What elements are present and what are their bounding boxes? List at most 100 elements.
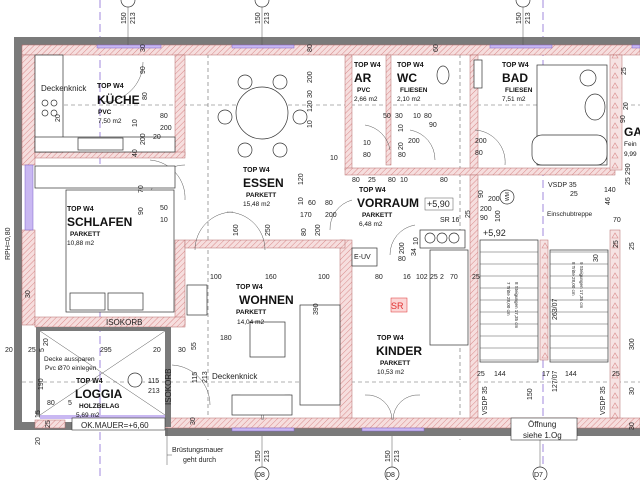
svg-text:HOLZBELAG: HOLZBELAG bbox=[79, 403, 119, 410]
dimension-label: 20 bbox=[623, 102, 630, 110]
svg-text:TOP W4: TOP W4 bbox=[97, 83, 124, 90]
dimension-label: 144 bbox=[494, 371, 506, 378]
dimension-label: 10 bbox=[298, 197, 305, 205]
door-tag: D8 bbox=[256, 472, 265, 479]
dimension-label: 25 bbox=[465, 210, 472, 218]
dimension-label: 20 bbox=[5, 347, 13, 354]
svg-text:AR: AR bbox=[354, 71, 372, 85]
dimension-label: 20 bbox=[55, 114, 62, 122]
dimension-label: 100 bbox=[495, 210, 502, 222]
inner-walls bbox=[21, 44, 640, 429]
dimension-label: 30 bbox=[395, 113, 403, 120]
dimension-label: 150 bbox=[527, 388, 534, 400]
room-bad: TOP W4 BAD FLIESEN 7,51 m2 bbox=[502, 62, 533, 103]
vsdp-label: VSDP 35 bbox=[482, 386, 489, 415]
dimension-label: 15 bbox=[35, 410, 42, 418]
dimension-label: 25 bbox=[570, 191, 578, 198]
dimension-label: 20 bbox=[43, 338, 50, 346]
dimension-label: 90 bbox=[429, 122, 437, 129]
svg-text:PARKETT: PARKETT bbox=[70, 231, 100, 238]
euv-label: E-UV bbox=[354, 254, 371, 261]
dimension-label: 115 bbox=[148, 378, 159, 385]
svg-text:9,99: 9,99 bbox=[624, 151, 637, 158]
dimension-label: 30 bbox=[140, 44, 147, 52]
dimension-label: 20 bbox=[35, 437, 42, 445]
stair-note: 9 Steigungen 17,35 cm bbox=[579, 262, 584, 309]
dimension-label: 200 bbox=[399, 242, 406, 254]
dimension-label: 30 bbox=[25, 290, 32, 298]
svg-text:10,88 m2: 10,88 m2 bbox=[67, 240, 94, 247]
dimension-label: 200 bbox=[488, 196, 500, 203]
dimension-label: 290 bbox=[625, 163, 632, 175]
dimension-label: 80 bbox=[160, 113, 168, 120]
window-tags: 150 213 150 213 150 213 150 213 D8 150 2… bbox=[120, 0, 548, 480]
oeffnung-note: Öffnung bbox=[528, 420, 556, 429]
dimension-label: 170 bbox=[300, 212, 312, 219]
svg-text:5,69 m2: 5,69 m2 bbox=[76, 412, 100, 419]
dimension-label: 70 bbox=[450, 274, 458, 281]
hall-fixtures bbox=[351, 229, 469, 346]
dimension-label: 80 bbox=[325, 200, 333, 207]
dimension-label: 80 bbox=[440, 177, 448, 184]
dimension-label: 10 bbox=[400, 177, 408, 184]
dimension-label: 55 bbox=[191, 342, 198, 350]
svg-text:7,50 m2: 7,50 m2 bbox=[98, 118, 122, 125]
annotations: Deckenknick Deckenknick ISOKORB ISOKORB … bbox=[5, 84, 607, 465]
svg-text:PARKETT: PARKETT bbox=[246, 192, 276, 199]
dimension-label: 10 bbox=[307, 120, 314, 128]
room-kinder: TOP W4 KINDER PARKETT 10,53 m2 bbox=[376, 335, 422, 376]
svg-text:KÜCHE: KÜCHE bbox=[97, 92, 140, 107]
svg-text:15,48 m2: 15,48 m2 bbox=[243, 201, 270, 208]
bruestung-note: geht durch bbox=[183, 457, 216, 464]
oeffnung-note: siehe 1.Og bbox=[523, 431, 562, 440]
svg-text:2,10 m2: 2,10 m2 bbox=[397, 96, 421, 103]
dimension-label: 80 bbox=[398, 152, 406, 159]
door-tag-height: 213 bbox=[264, 450, 271, 462]
svg-text:VORRAUM: VORRAUM bbox=[357, 196, 419, 210]
dimension-label: 80 bbox=[424, 113, 432, 120]
dimension-label: 213 bbox=[148, 388, 160, 395]
sr-marker: SR bbox=[391, 301, 404, 311]
level-label: +5,92 bbox=[483, 228, 506, 238]
dimension-label: 5 bbox=[68, 400, 72, 407]
dimension-label: 70 bbox=[613, 217, 621, 224]
vsdp-label: VSDP 35 bbox=[548, 182, 577, 189]
dimension-label: 200 bbox=[140, 133, 147, 145]
sr-marker-box bbox=[390, 297, 408, 313]
svg-text:PVC: PVC bbox=[98, 109, 112, 116]
dimension-label: 20 bbox=[153, 347, 161, 354]
dimension-label: 300 bbox=[629, 338, 636, 350]
dimension-label: 34 bbox=[411, 248, 418, 256]
svg-text:KINDER: KINDER bbox=[376, 344, 422, 358]
svg-text:TOP W4: TOP W4 bbox=[502, 62, 529, 69]
dimension-label: 80 bbox=[47, 400, 55, 407]
stair-note: 8 Tritte 28,00 cm bbox=[571, 262, 576, 296]
dimension-label: 100 bbox=[318, 274, 330, 281]
washing-machine-label: WM bbox=[505, 192, 511, 201]
svg-text:7,51 m2: 7,51 m2 bbox=[502, 96, 526, 103]
kitchen-furniture bbox=[34, 54, 176, 189]
room-schlafen: TOP W4 SCHLAFEN PARKETT 10,88 m2 bbox=[67, 206, 132, 247]
vsdp-label: VSDP 35 bbox=[600, 386, 607, 415]
dimension-label: 80 bbox=[301, 228, 308, 236]
dimension-label: 25 bbox=[477, 371, 485, 378]
svg-text:TOP W4: TOP W4 bbox=[243, 167, 270, 174]
window-tag-height: 213 bbox=[264, 12, 271, 24]
deckenknick-note: Deckenknick bbox=[212, 372, 258, 381]
dimension-label: 200 bbox=[160, 125, 172, 132]
dimension-label: 90 bbox=[480, 215, 488, 222]
dimension-label: 180 bbox=[220, 335, 232, 342]
svg-text:14,04 m2: 14,04 m2 bbox=[237, 319, 264, 326]
svg-text:SCHLAFEN: SCHLAFEN bbox=[67, 215, 132, 229]
dimension-label: 25 bbox=[613, 240, 620, 248]
dimension-label: 10 bbox=[330, 155, 338, 162]
svg-text:Fein: Fein bbox=[624, 141, 637, 148]
dining-table bbox=[217, 74, 308, 158]
dimension-label: 160 bbox=[233, 224, 240, 236]
svg-text:BAD: BAD bbox=[502, 71, 528, 85]
dimension-label: 200 bbox=[408, 138, 420, 145]
loggia-structure bbox=[36, 327, 171, 431]
dimension-label: 25 bbox=[629, 242, 636, 250]
dimension-label: 140 bbox=[604, 187, 616, 194]
dimension-label: 80 bbox=[475, 150, 483, 157]
